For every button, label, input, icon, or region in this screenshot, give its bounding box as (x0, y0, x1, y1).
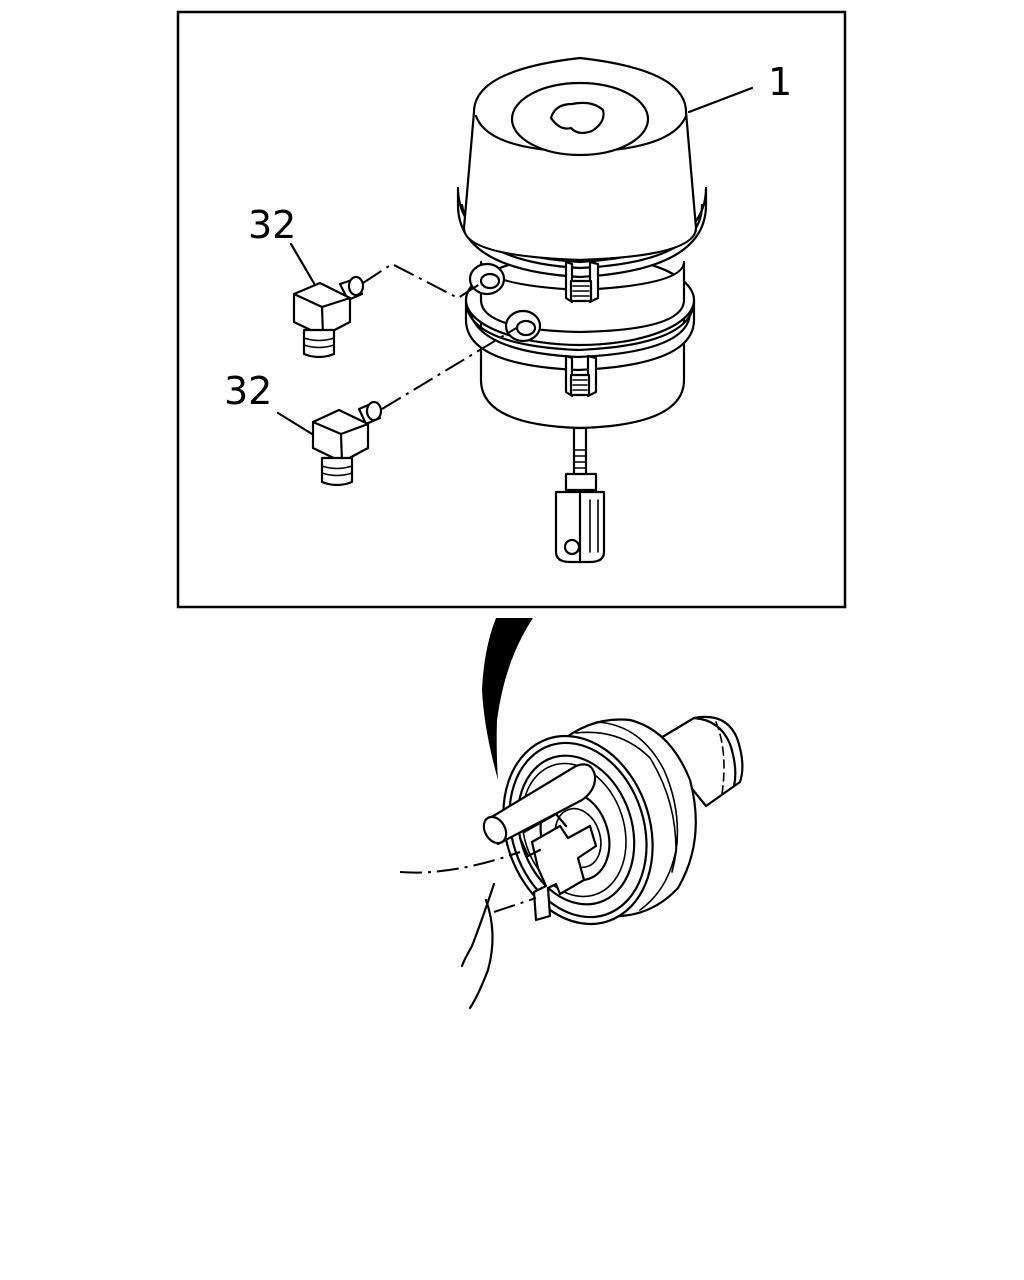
leader-line-1 (687, 86, 754, 114)
leader-line-32-upper (289, 242, 317, 287)
callout-32-upper: 32 (248, 203, 296, 247)
location-arrow (482, 618, 533, 780)
hose-line-upper (362, 262, 484, 300)
elbow-fitting-lower (311, 400, 383, 487)
brake-chamber (456, 56, 708, 564)
axle-hub-location (399, 715, 744, 1010)
elbow-fitting-upper (292, 275, 365, 359)
detail-frame (176, 10, 847, 609)
leader-line-32-lower (276, 411, 314, 436)
callout-1: 1 (768, 60, 792, 104)
callout-32-lower: 32 (224, 369, 272, 413)
hose-line-lower (381, 326, 519, 410)
